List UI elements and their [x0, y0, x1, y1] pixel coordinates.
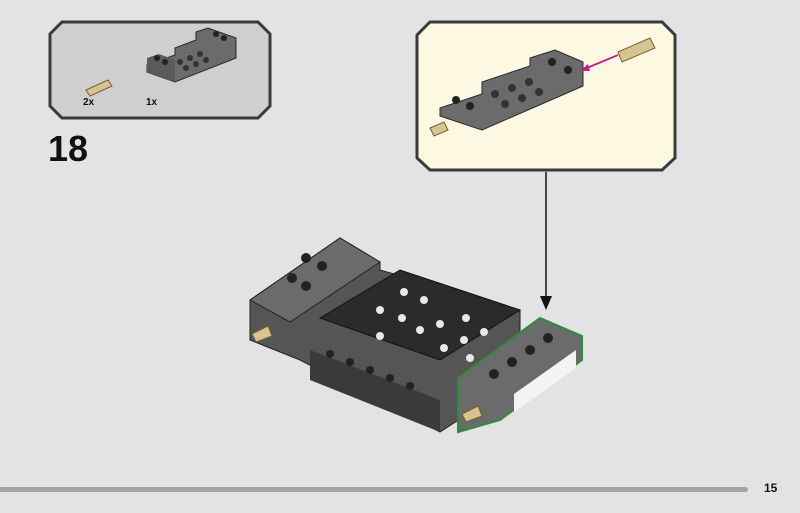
- placement-arrow: [540, 172, 552, 310]
- sub-assembly-callout: [415, 20, 677, 172]
- brick-quantity: 1x: [146, 97, 158, 108]
- step-number: 18: [48, 128, 89, 169]
- model-assembly: [249, 237, 583, 434]
- highlighted-new-part: [457, 316, 583, 434]
- page-number: 15: [764, 481, 778, 495]
- footer-progress-bar: [0, 487, 748, 492]
- tan-pin-insert: [617, 37, 656, 63]
- pin-quantity: 2x: [83, 97, 95, 108]
- tan-pin-part: [85, 79, 113, 97]
- gray-brick-part: [146, 27, 237, 83]
